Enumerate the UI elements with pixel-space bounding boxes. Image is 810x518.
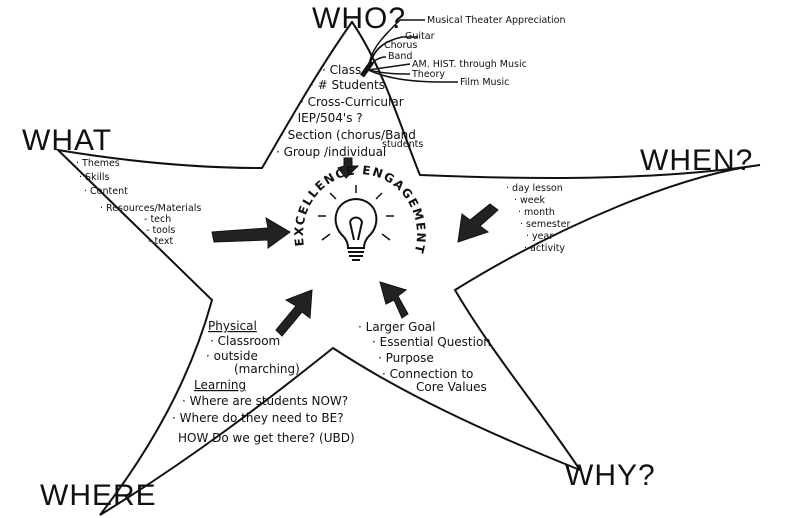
when-item-day-lesson: · day lesson [506,183,563,194]
star-outline [54,20,761,516]
what-item-skills: · Skills [79,172,109,183]
who-branch-am-hist: AM. HIST. through Music [412,59,527,70]
why-item-essential-question: · Essential Question [372,335,491,349]
why-item-purpose: · Purpose [378,351,434,365]
when-item-week: · week [514,195,545,206]
who-branch-theory: Theory [411,69,445,80]
who-branch-band: Band [388,51,412,62]
where-item-ubd: HOW Do we get there? (UBD) [178,431,355,445]
arrows [211,157,499,337]
what-item-themes: · Themes [76,158,120,169]
who-item-group: · Group /individual [276,145,386,159]
who-branches [359,19,458,83]
who-branch-chorus: Chorus [384,40,417,51]
who-item-cross-curricular: · Cross-Curricular [300,95,404,109]
what-label: WHAT [22,124,112,157]
arrow-from-where [275,289,313,337]
where-item-marching: (marching) [234,362,300,376]
why-item-connection: · Connection to [382,367,473,381]
what-item-text: - text [148,236,173,247]
when-label: WHEN? [640,144,753,177]
arrow-from-what [211,217,291,249]
who-branch-film-music: Film Music [460,77,509,88]
when-item-activity: · activity [524,243,565,254]
who-item-section-students: students [382,139,423,150]
where-label: WHERE [40,479,157,512]
arrow-from-when [457,203,499,243]
what-item-tools: - tools [146,225,175,236]
when-item-semester: · semester [520,219,570,230]
who-branch-musical-theater: Musical Theater Appreciation [427,15,565,26]
who-item-students: · # Students [310,78,385,92]
where-item-now: · Where are students NOW? [182,394,348,408]
arrow-from-why [379,281,409,319]
where-item-classroom: · Classroom [210,334,280,348]
when-item-month: · month [518,207,555,218]
where-learning-heading: Learning [194,378,246,392]
why-item-larger-goal: · Larger Goal [358,320,435,334]
who-item-iep: · IEP/504's ? [290,111,363,125]
who-item-section: · Section (chorus/Band [280,128,416,142]
where-physical-heading: Physical [208,319,257,333]
who-branch-guitar: Guitar [405,31,435,42]
what-item-content: · Content [84,186,128,197]
lightbulb-icon [318,185,394,261]
why-label: WHY? [565,459,656,492]
what-item-tech: - tech [144,214,171,225]
who-label: WHO? [312,2,406,35]
what-item-resources: · Resources/Materials [100,203,201,214]
why-item-core-values: Core Values [416,380,487,394]
where-item-outside: · outside [206,349,258,363]
where-item-be: · Where do they need to BE? [172,411,344,425]
arrow-from-who [337,157,360,179]
who-item-class: · Class [322,63,361,77]
when-item-year: · year [526,231,553,242]
